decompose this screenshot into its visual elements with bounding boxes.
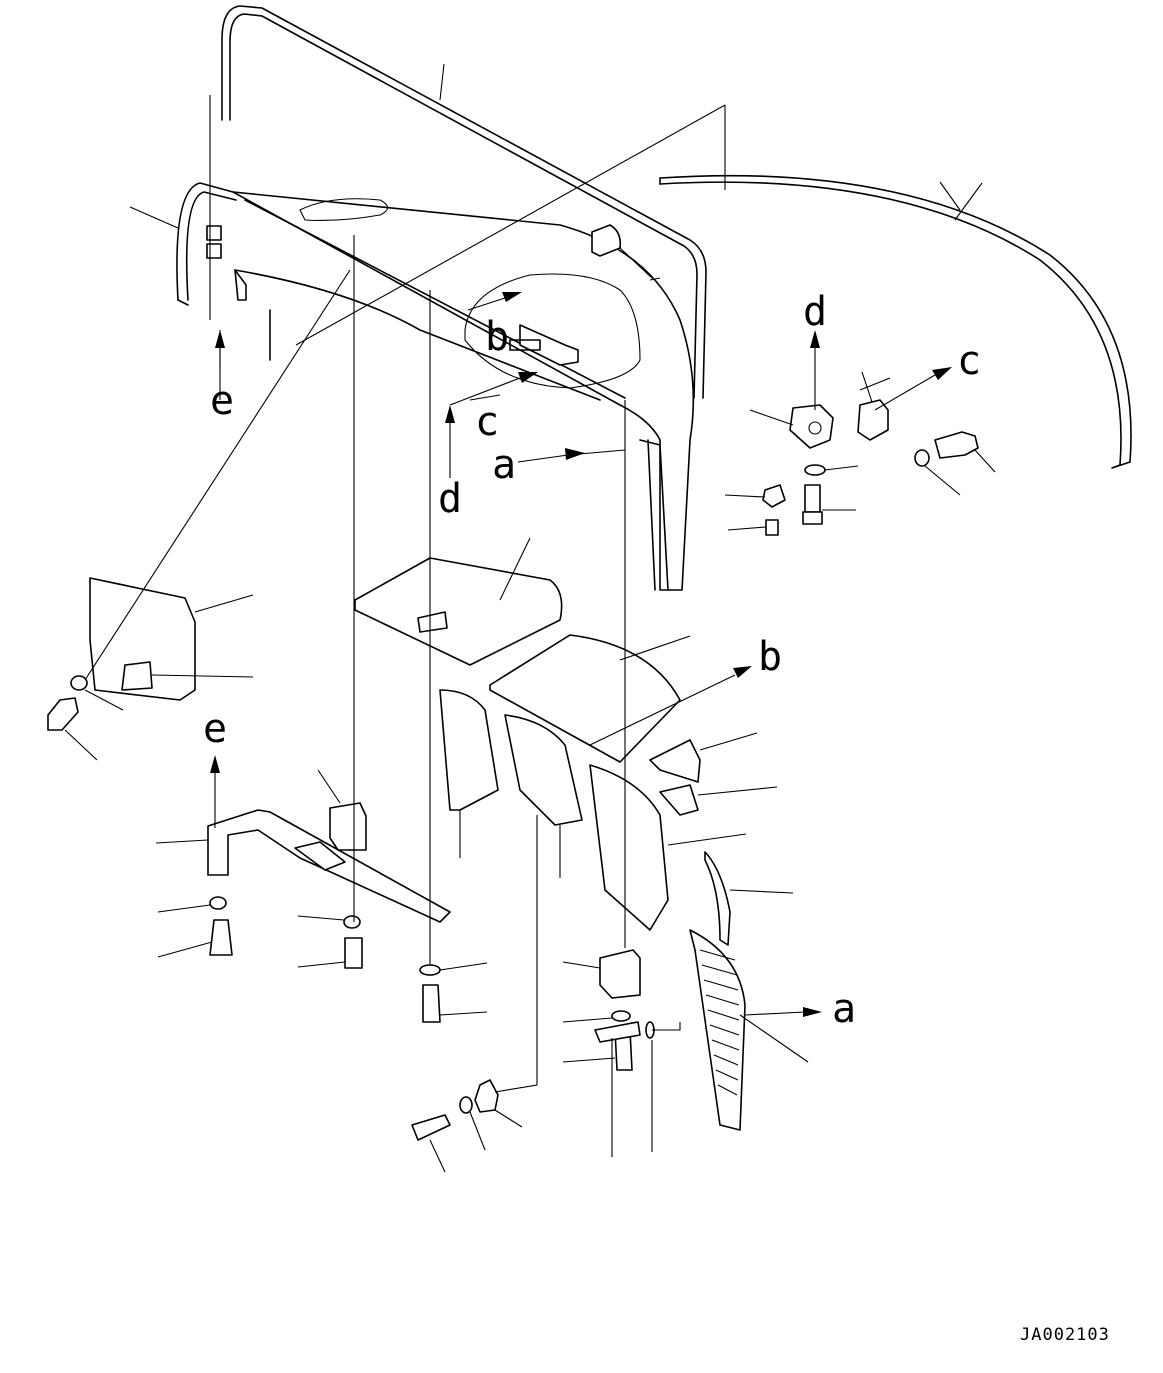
callout-c-center: c [475,399,499,445]
lower-bracket-hardware [411,1079,523,1173]
callout-e-upper: e [210,378,234,424]
seal-strip-right [659,174,1132,469]
latch-assembly [724,371,996,536]
side-cover-plate [47,577,254,761]
drawing-number: JA002103 [1020,1325,1110,1345]
seal-strip-upper [221,5,707,399]
support-frame [155,769,488,1023]
callout-c-right: c [957,338,981,384]
callout-a-lower: a [832,986,856,1032]
hood-hinge-left [206,225,247,301]
callout-d-right: d [803,289,827,335]
leader-lines [84,63,983,1093]
rubber-stopper [591,224,653,279]
callout-d-center: d [438,476,462,522]
callout-a-center: a [492,442,516,488]
callout-e-lower: e [203,706,227,752]
latch-striker [509,324,579,366]
insulation-pads [354,537,794,946]
grille-hinge-area [562,929,809,1157]
direction-arrows [210,292,952,1017]
callout-b-upper: b [485,314,509,360]
callout-b-lower: b [758,634,782,680]
